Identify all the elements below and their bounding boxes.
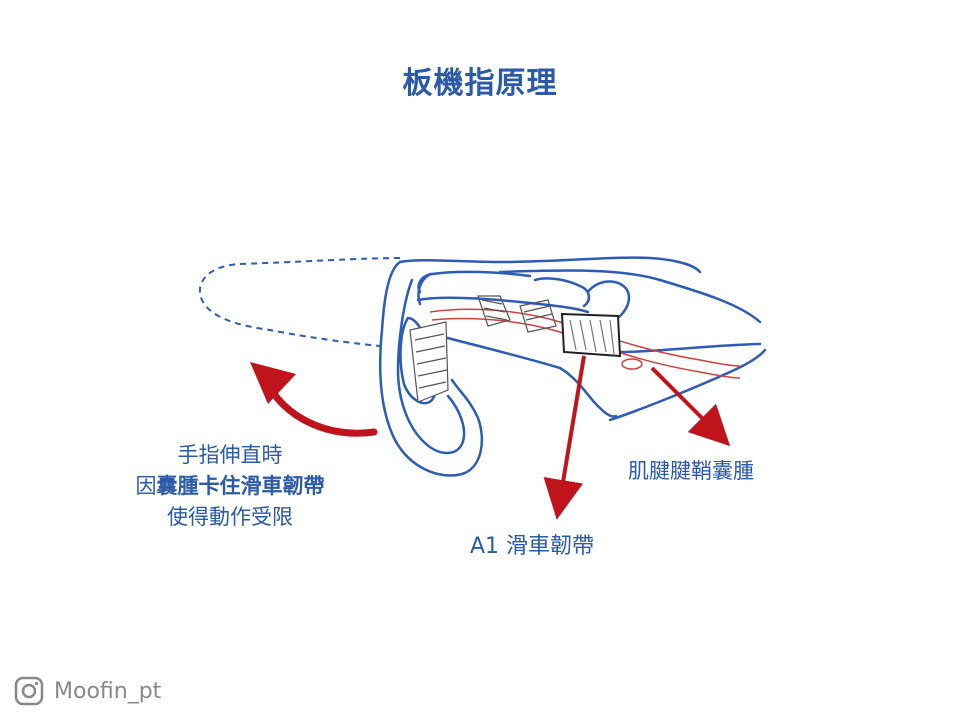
caption-line-2-prefix: 因 (135, 474, 157, 498)
a1-pointer-arrow (543, 355, 586, 520)
extension-caption: 手指伸直時 因囊腫卡住滑車韌帶 使得動作受限 (90, 440, 370, 533)
watermark-handle: Moofin_pt (54, 678, 162, 704)
caption-line-1: 手指伸直時 (177, 443, 283, 467)
page-title: 板機指原理 (402, 66, 558, 101)
cyst-label: 肌腱腱鞘囊腫 (628, 459, 754, 483)
extended-finger-dashed-outline (198, 257, 401, 347)
extension-motion-arrow (266, 384, 378, 437)
caption-line-2-bold: 囊腫卡住滑車韌帶 (156, 474, 325, 498)
a1-pulley-band (560, 312, 622, 358)
cyst-pointer-arrow (650, 366, 731, 447)
instagram-icon (14, 676, 44, 706)
a1-pulley-label: A1 滑車韌帶 (470, 534, 595, 559)
caption-line-3: 使得動作受限 (167, 505, 293, 529)
extension-motion-arrowhead (250, 362, 296, 404)
caption-line-2: 因囊腫卡住滑車韌帶 (90, 471, 370, 502)
tendon-sheath-cyst (621, 358, 643, 370)
watermark: Moofin_pt (14, 676, 161, 706)
pulley-ligaments (409, 295, 557, 403)
hand-outline (378, 256, 767, 477)
